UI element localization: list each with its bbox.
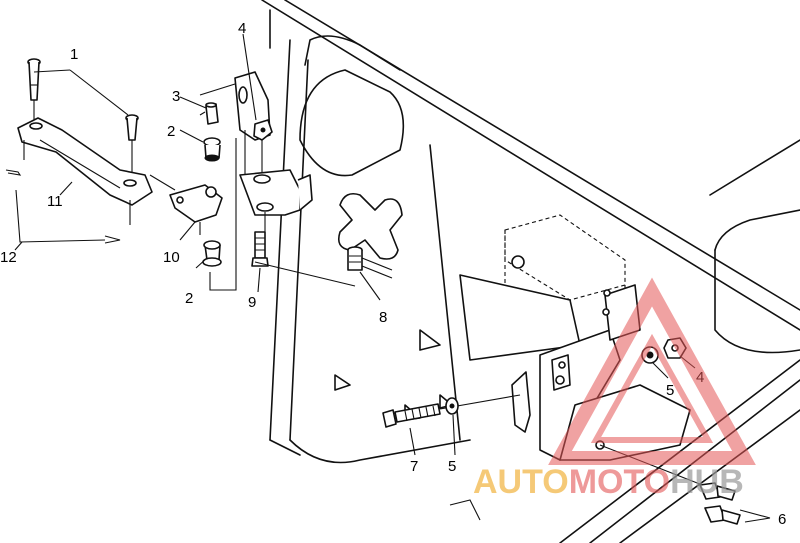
assembly-lines	[14, 33, 771, 523]
callout-12: 12	[0, 249, 17, 266]
callout-5-right: 5	[666, 382, 674, 399]
pin-1-long	[27, 58, 41, 120]
bolt-8	[347, 246, 393, 279]
callout-2-lower: 2	[185, 290, 193, 307]
callout-5-lower: 5	[448, 458, 456, 475]
bracket-10	[169, 184, 223, 235]
callout-1: 1	[70, 46, 78, 63]
cotter-pin-12	[5, 169, 121, 244]
callout-9: 9	[248, 294, 256, 311]
bolt-9	[251, 231, 269, 267]
watermark-text: AUTOMOTOHUB	[473, 463, 744, 501]
module-box	[504, 214, 626, 325]
cap-3	[205, 102, 219, 125]
callout-2-upper: 2	[167, 123, 175, 140]
callout-4-upper: 4	[238, 20, 246, 37]
callout-7: 7	[410, 458, 418, 475]
watermark: AUTOMOTOHUB	[473, 277, 756, 501]
pin-1-short	[125, 114, 139, 175]
callout-10: 10	[163, 249, 180, 266]
hinge-bracket	[234, 71, 313, 232]
callout-8: 8	[379, 309, 387, 326]
bushing-2-lower	[202, 240, 222, 267]
callout-11: 11	[47, 193, 63, 210]
callout-3: 3	[172, 88, 180, 105]
link-rod-11	[17, 117, 153, 225]
bolt-7	[382, 394, 521, 428]
watermark-triangle-logo	[548, 277, 756, 465]
bushing-2-upper	[203, 137, 221, 162]
callout-6: 6	[778, 511, 786, 528]
